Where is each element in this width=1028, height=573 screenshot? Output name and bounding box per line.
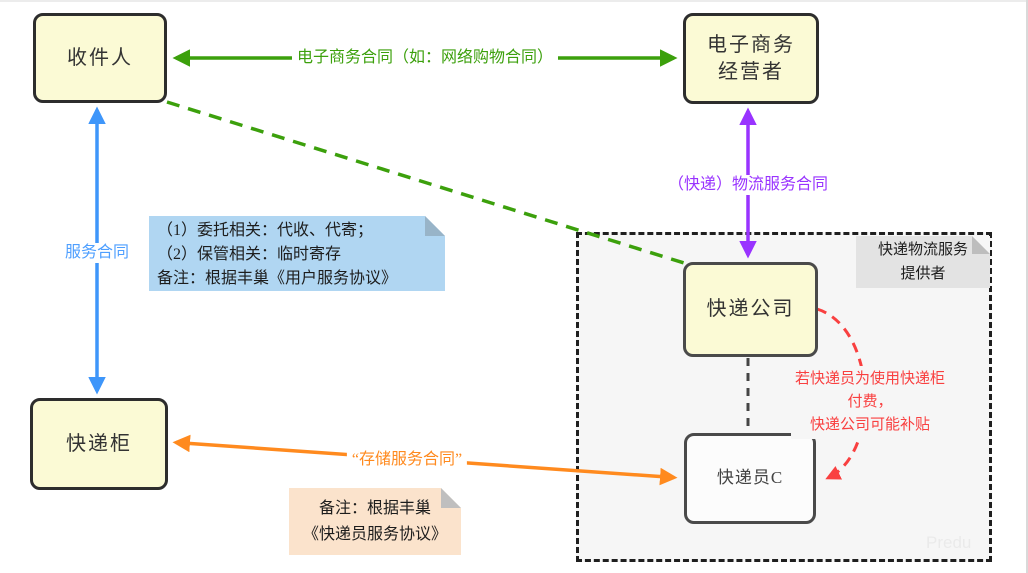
label-ecommerce-contract: 电子商务合同（如：网络购物合同）	[291, 48, 559, 68]
screenshot-right-edge	[1026, 0, 1028, 573]
label-service-contract: 服务合同	[59, 243, 135, 263]
note-fold-icon	[441, 488, 461, 508]
courier-agreement-note: 备注：根据丰巢 《快递员服务协议》	[289, 488, 461, 555]
label-subsidy-remark: 若快递员为使用快递柜付费， 快递公司可能补贴	[791, 366, 949, 439]
group-provider-note: 快递物流服务 提供者	[856, 236, 990, 288]
node-express-locker: 快递柜	[30, 398, 168, 490]
node-courier-c: 快递员C	[684, 433, 816, 524]
user-agreement-note: （1）委托相关：代收、代寄； （2）保管相关：临时寄存 备注：根据丰巢《用户服务…	[149, 216, 445, 291]
note-fold-icon	[972, 236, 990, 254]
watermark: Predu	[926, 533, 972, 552]
courier-agreement-line-2: 《快递员服务协议》	[302, 526, 447, 543]
user-agreement-line-3: 备注：根据丰巢《用户服务协议》	[157, 270, 398, 287]
user-agreement-line-1: （1）委托相关：代收、代寄；	[157, 222, 374, 239]
screenshot-top-edge	[0, 0, 1028, 2]
courier-agreement-line-1: 备注：根据丰巢	[318, 500, 431, 517]
user-agreement-line-2: （2）保管相关：临时寄存	[157, 246, 342, 263]
node-express-company: 快递公司	[683, 262, 818, 357]
group-provider-label: 快递物流服务 提供者	[877, 242, 968, 282]
node-ecommerce-operator: 电子商务 经营者	[683, 13, 819, 104]
label-storage-contract: “存储服务合同”	[346, 450, 468, 470]
label-logistics-contract: （快递）物流服务合同	[662, 175, 834, 195]
node-recipient: 收件人	[33, 13, 167, 103]
